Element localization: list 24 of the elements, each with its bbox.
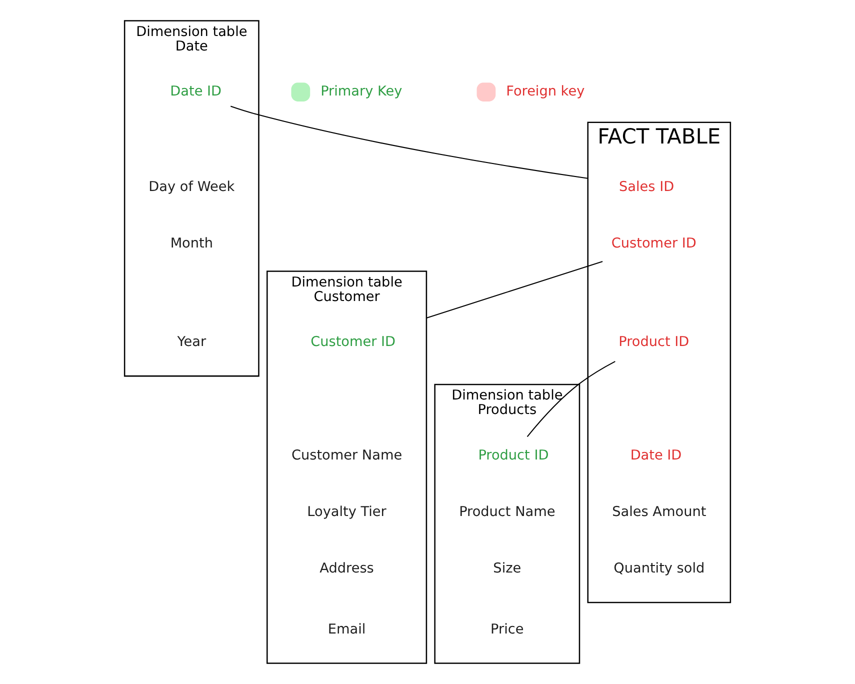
node-text: Year: [177, 334, 206, 350]
node-text: Day of Week: [148, 178, 235, 195]
node-text: Email: [328, 621, 366, 638]
node-text: Product ID: [618, 334, 690, 350]
connector: [526, 360, 616, 438]
node-text: Customer Name: [291, 447, 402, 464]
node-text: Quantity sold: [614, 560, 705, 576]
node-text: Customer ID: [310, 334, 396, 350]
node-text: Date ID: [630, 447, 682, 464]
connector: [230, 106, 588, 179]
legend-label: Foreign key: [506, 84, 585, 100]
node-text: Customer ID: [611, 236, 696, 252]
legend-label: Primary Key: [320, 84, 402, 100]
node-text: Price: [490, 621, 524, 638]
node-text: Product ID: [478, 447, 549, 464]
connector: [426, 261, 603, 318]
node-text: Month: [170, 236, 213, 252]
node-text: Product Name: [459, 504, 556, 520]
node-text: Sales ID: [619, 178, 674, 195]
node-text: Address: [320, 560, 374, 576]
node-text: Size: [493, 560, 522, 576]
node-text: Loyalty Tier: [307, 504, 386, 520]
node-text: Sales Amount: [612, 504, 706, 520]
node-text: Date ID: [170, 84, 222, 100]
